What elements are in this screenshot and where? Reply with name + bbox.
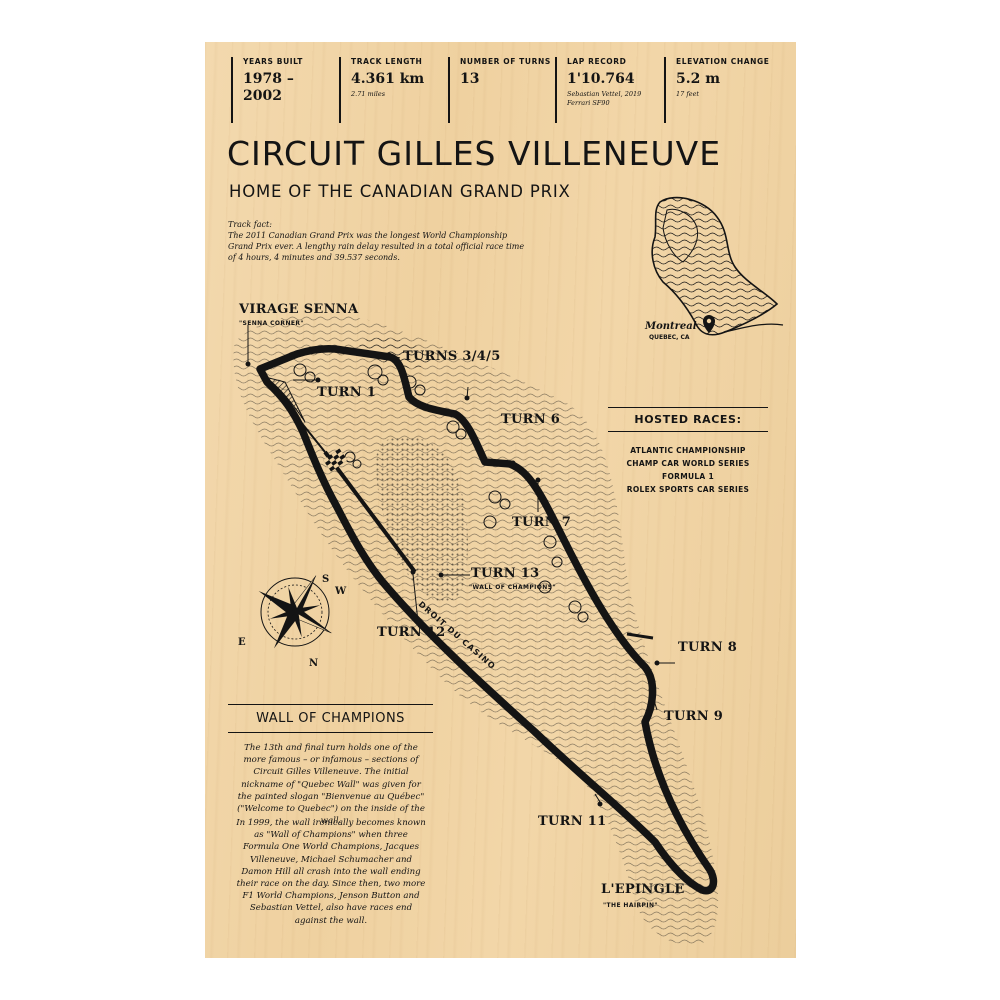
label-turn1: TURN 1 <box>317 385 377 400</box>
stat-lap-record: LAP RECORD 1'10.764 Sebastian Vettel, 20… <box>555 57 641 123</box>
bridge-marker <box>626 632 654 640</box>
hosted-race: CHAMP CAR WORLD SERIES <box>626 459 750 468</box>
turn-dots <box>245 352 660 807</box>
stat-label: NUMBER OF TURNS <box>460 57 551 66</box>
stat-years-built: YEARS BUILT 1978 – 2002 <box>231 57 303 123</box>
hosted-race: FORMULA 1 <box>662 472 714 481</box>
stat-sub: 17 feet <box>676 90 700 98</box>
quebec-map-inset <box>651 196 784 336</box>
location-region: QUEBEC, CA <box>649 334 690 341</box>
race-track <box>256 345 718 895</box>
label-turn6: TURN 6 <box>501 412 561 427</box>
runoff-area <box>264 376 306 423</box>
compass-n: N <box>309 658 318 669</box>
stat-track-length: TRACK LENGTH 4.361 km 2.71 miles <box>339 57 424 123</box>
label-turn9: TURN 9 <box>664 709 724 724</box>
stat-label: YEARS BUILT <box>243 57 303 66</box>
stat-label: TRACK LENGTH <box>351 57 423 66</box>
stat-value: 5.2 m <box>676 71 721 87</box>
label-turn11: TURN 11 <box>538 814 607 829</box>
poster: YEARS BUILT 1978 – 2002 TRACK LENGTH 4.3… <box>205 42 796 958</box>
page-title: CIRCUIT GILLES VILLENEUVE <box>227 134 722 173</box>
stat-value: 1978 – 2002 <box>243 71 294 104</box>
shrubs <box>293 363 589 623</box>
hosted-race: ROLEX SPORTS CAR SERIES <box>626 485 750 494</box>
hosted-races-title: HOSTED RACES: <box>608 407 768 432</box>
stat-number-of-turns: NUMBER OF TURNS 13 <box>448 57 551 123</box>
wall-of-champions-p1: The 13th and final turn holds one of the… <box>237 743 425 827</box>
stat-label: ELEVATION CHANGE <box>676 57 770 66</box>
wall-of-champions-title: WALL OF CHAMPIONS <box>228 704 433 733</box>
stat-value: 1'10.764 <box>567 71 635 87</box>
circuit-map: DROIT DU CASINO S W E N <box>233 196 784 945</box>
label-lepingle-sub: "THE HAIRPIN" <box>603 902 658 909</box>
compass-s: S <box>322 574 329 585</box>
label-virage-senna-sub: "SENNA CORNER" <box>239 320 304 327</box>
track-fact: Track fact: The 2011 Canadian Grand Prix… <box>228 219 528 263</box>
label-lepingle: L'EPINGLE <box>601 882 685 897</box>
page-subtitle: HOME OF THE CANADIAN GRAND PRIX <box>229 182 571 201</box>
label-turn7: TURN 7 <box>512 515 572 530</box>
label-turns-345: TURNS 3/4/5 <box>403 349 501 364</box>
pit-lane <box>323 450 417 574</box>
label-turn12: TURN 12 <box>377 625 446 640</box>
stat-elevation-change: ELEVATION CHANGE 5.2 m 17 feet <box>664 57 769 123</box>
location-city: Montreal <box>645 321 697 332</box>
stat-value: 13 <box>460 71 480 87</box>
track-fact-text: The 2011 Canadian Grand Prix was the lon… <box>228 231 525 262</box>
track-fact-heading: Track fact: <box>228 220 272 229</box>
compass-rose-icon <box>258 575 332 649</box>
wall-of-champions-p2: In 1999, the wall ironically becomes kno… <box>236 818 426 926</box>
checkered-flag-icon <box>323 448 348 472</box>
stat-value: 4.361 km <box>351 71 425 87</box>
stat-sub: 2.71 miles <box>351 90 386 98</box>
island-forest <box>375 436 468 602</box>
hosted-races-list: ATLANTIC CHAMPIONSHIP CHAMP CAR WORLD SE… <box>608 444 768 496</box>
compass-w: W <box>334 586 347 597</box>
hosted-race: ATLANTIC CHAMPIONSHIP <box>630 446 746 455</box>
compass-e: E <box>238 637 246 648</box>
stat-label: LAP RECORD <box>567 57 627 66</box>
stat-sub: Sebastian Vettel, 2019 Ferrari SF90 <box>567 90 642 107</box>
label-turn13-sub: "WALL OF CHAMPIONS" <box>469 584 556 591</box>
label-virage-senna: VIRAGE SENNA <box>239 302 359 317</box>
label-turn8: TURN 8 <box>678 640 738 655</box>
label-turn13: TURN 13 <box>471 566 540 581</box>
